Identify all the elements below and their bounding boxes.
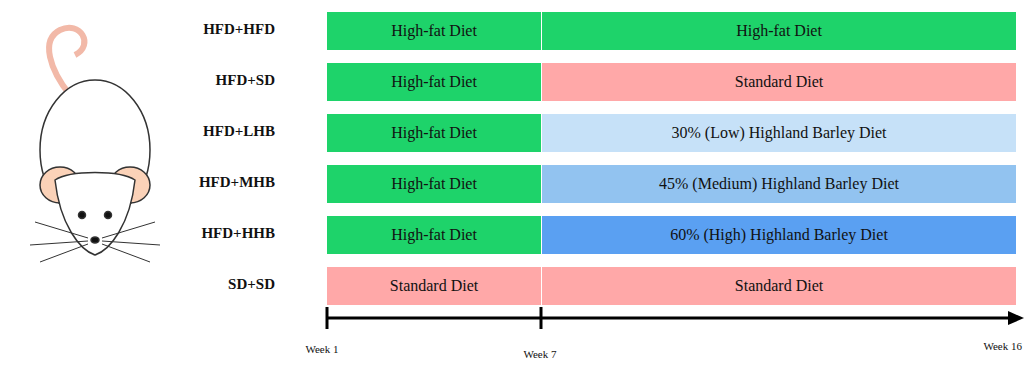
group-label: SD+SD <box>228 276 275 293</box>
group-label: HFD+HFD <box>203 21 275 38</box>
diet-bar: Standard Diet <box>327 267 541 305</box>
diet-label: Standard Diet <box>735 73 823 91</box>
diet-label: Standard Diet <box>735 277 823 295</box>
diet-label: High-fat Diet <box>391 124 477 142</box>
diet-bar: High-fat Diet <box>327 114 541 152</box>
diet-bar: Standard Diet <box>542 63 1016 101</box>
group-label: HFD+SD <box>216 72 275 89</box>
diet-label: 30% (Low) Highland Barley Diet <box>671 124 886 142</box>
diet-bar: 30% (Low) Highland Barley Diet <box>542 114 1016 152</box>
diet-bar: High-fat Diet <box>327 63 541 101</box>
group-label: HFD+LHB <box>203 123 275 140</box>
diet-bar: Standard Diet <box>542 267 1016 305</box>
diet-label: High-fat Diet <box>736 22 822 40</box>
diet-label: Standard Diet <box>390 277 478 295</box>
diet-bar: 60% (High) Highland Barley Diet <box>542 216 1016 254</box>
diet-label: 60% (High) Highland Barley Diet <box>670 226 888 244</box>
diet-bar: High-fat Diet <box>327 216 541 254</box>
diet-label: High-fat Diet <box>391 22 477 40</box>
time-label: Week 7 <box>523 348 556 360</box>
time-label: Week 16 <box>983 340 1022 352</box>
diet-bar: 45% (Medium) Highland Barley Diet <box>542 165 1016 203</box>
group-label: HFD+MHB <box>199 174 275 191</box>
diet-label: High-fat Diet <box>391 175 477 193</box>
group-label: HFD+HHB <box>201 225 275 242</box>
timeline-axis <box>327 307 1024 329</box>
diet-bar: High-fat Diet <box>327 12 541 50</box>
time-label: Week 1 <box>305 343 338 355</box>
mouse-illustration <box>30 28 160 262</box>
diet-bar: High-fat Diet <box>327 165 541 203</box>
diet-label: High-fat Diet <box>391 73 477 91</box>
diet-label: High-fat Diet <box>391 226 477 244</box>
diet-label: 45% (Medium) Highland Barley Diet <box>659 175 899 193</box>
diet-bar: High-fat Diet <box>542 12 1016 50</box>
